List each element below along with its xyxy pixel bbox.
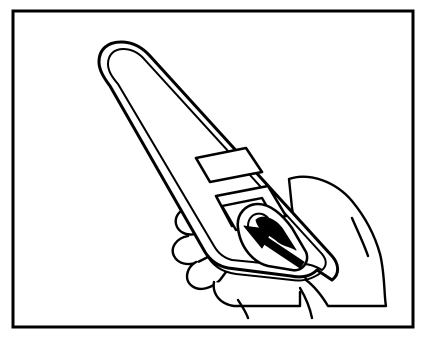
remote-control-illustration <box>0 0 429 339</box>
